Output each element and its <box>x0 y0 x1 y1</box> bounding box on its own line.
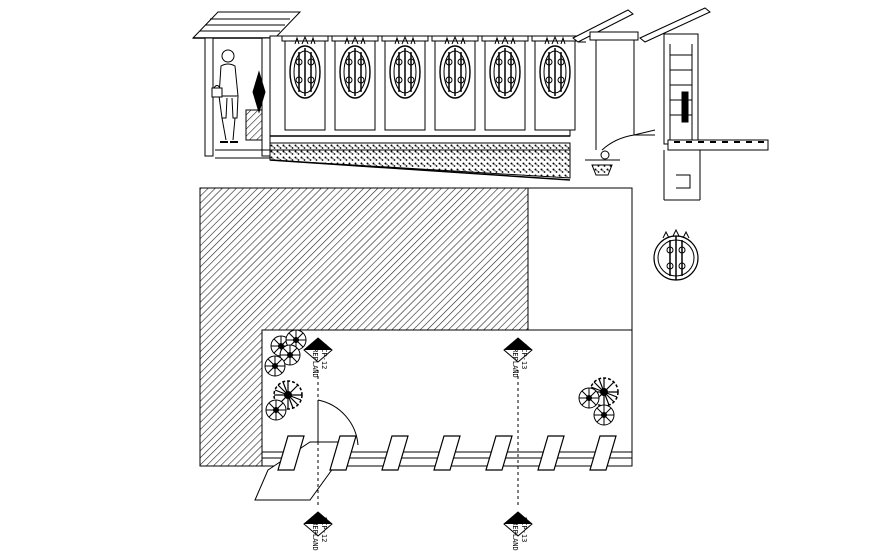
door-swing <box>317 399 359 446</box>
stepping-stones <box>277 435 617 471</box>
site-plan: BCP-12 #REPLAND BCP-13 #REPLAND BCP-12 #… <box>199 187 633 551</box>
svg-text:#REPLAND: #REPLAND <box>511 517 519 551</box>
svg-text:BCP-12: BCP-12 <box>320 517 328 542</box>
svg-text:#REPLAND: #REPLAND <box>511 344 519 378</box>
building-footprint <box>199 187 529 467</box>
gate-detail <box>653 228 699 281</box>
gravel-strip <box>269 142 571 179</box>
svg-text:BCP-13: BCP-13 <box>520 517 528 542</box>
svg-text:BCP-13: BCP-13 <box>520 344 528 369</box>
wall-hatch-panel <box>245 109 263 141</box>
svg-text:BCP-12: BCP-12 <box>320 344 328 369</box>
side-section-2 <box>639 7 769 201</box>
front-elevation <box>191 7 769 201</box>
entry-ramp <box>254 441 353 501</box>
side-section <box>572 9 656 176</box>
plan-marker-left: BCP-12 #REPLAND <box>303 337 333 378</box>
svg-text:#REPLAND: #REPLAND <box>311 344 319 378</box>
plan-marker-mid: BCP-13 #REPLAND <box>503 337 533 378</box>
svg-text:#REPLAND: #REPLAND <box>311 517 319 551</box>
bottom-marker-mid: BCP-13 #REPLAND <box>503 511 533 551</box>
entrance-canopy <box>191 11 302 157</box>
person-figure <box>211 49 239 143</box>
bottom-marker-left: BCP-12 #REPLAND <box>303 511 333 551</box>
